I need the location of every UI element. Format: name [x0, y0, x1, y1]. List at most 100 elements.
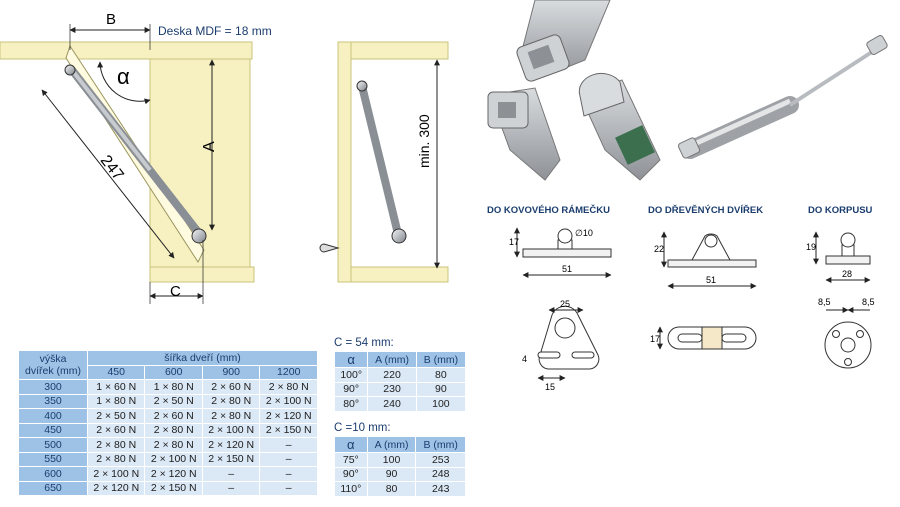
width-header: šířka dveří (mm) — [87, 350, 318, 366]
table-cell: 90 — [415, 381, 467, 397]
mount-wood-door: DO DŘEVĚNÝCH DVÍŘEK 22 51 17 — [648, 204, 763, 350]
column-header: 600 — [144, 364, 203, 380]
row-header: 600 — [18, 466, 88, 482]
table-cell: 80 — [415, 367, 467, 383]
table-cell: 2 × 100 N — [144, 451, 203, 467]
gas-strut-photo — [677, 35, 888, 159]
table-cell: 2 × 60 N — [201, 379, 261, 395]
table-cell: 2 × 80 N — [144, 422, 203, 438]
row-header: 500 — [18, 437, 88, 453]
table-cell: 2 × 120 N — [144, 466, 203, 482]
strut-top-joint — [64, 64, 76, 76]
svg-text:DO DŘEVĚNÝCH DVÍŘEK: DO DŘEVĚNÝCH DVÍŘEK — [648, 204, 763, 216]
row-header: 350 — [18, 393, 88, 409]
table-cell: 2 × 80 N — [86, 451, 146, 467]
label-247: 247 — [97, 152, 127, 184]
table-cell: 75° — [334, 452, 368, 468]
row-header: 400 — [18, 408, 88, 424]
table-cell: 2 × 120 N — [201, 437, 261, 453]
c54-title: C = 54 mm: — [334, 337, 394, 349]
gas-strut-closed — [358, 85, 402, 235]
table-cell: 2 × 80 N — [86, 437, 146, 453]
label-alpha: α — [117, 64, 130, 89]
table-cell: 240 — [367, 396, 417, 412]
mount-metal-frame: DO KOVOVÉHO RÁMEČKU 17 ∅10 51 25 4 15 — [487, 204, 612, 392]
column-header: 450 — [86, 364, 146, 380]
table-cell: 2 × 60 N — [144, 408, 203, 424]
table-cell: – — [201, 480, 261, 496]
table-cell: 2 × 60 N — [86, 422, 146, 438]
table-cell: – — [259, 437, 318, 453]
end-fitting-right — [578, 72, 661, 181]
end-fitting-left — [487, 87, 561, 181]
svg-text:22: 22 — [654, 244, 664, 254]
table-cell: 2 × 100 N — [201, 422, 261, 438]
table-cell: 100 — [415, 396, 467, 412]
column-header: α — [333, 351, 369, 368]
svg-text:51: 51 — [562, 264, 572, 274]
svg-text:8,5: 8,5 — [862, 297, 875, 307]
label-a: A — [201, 141, 218, 152]
row-header: 450 — [18, 422, 88, 438]
table-cell: 253 — [415, 452, 466, 468]
svg-text:17: 17 — [650, 334, 660, 344]
svg-text:19: 19 — [806, 242, 816, 252]
c10-title: C =10 mm: — [334, 422, 391, 434]
mount-cabinet: DO KORPUSU 19 28 8,5 8,5 — [806, 205, 875, 369]
table-cell: 2 × 150 N — [201, 451, 261, 467]
svg-text:17: 17 — [509, 237, 519, 247]
svg-text:15: 15 — [545, 382, 555, 392]
table-cell: 2 × 80 N — [259, 379, 318, 395]
table-cell: 2 × 100 N — [86, 466, 146, 482]
row-header: 650 — [18, 480, 88, 496]
column-header: B (mm) — [415, 351, 467, 368]
door-handle-icon — [319, 243, 340, 253]
column-header: 900 — [201, 364, 261, 380]
svg-text:DO KORPUSU: DO KORPUSU — [808, 205, 873, 216]
column-header: A (mm) — [367, 351, 417, 368]
table-cell: 2 × 150 N — [144, 480, 203, 496]
table-cell: 1 × 60 N — [86, 379, 146, 395]
table-cell: – — [201, 466, 261, 482]
label-b: B — [106, 11, 116, 28]
top-panel — [0, 41, 253, 60]
product-photos — [487, 0, 888, 181]
svg-text:DO KOVOVÉHO RÁMEČKU: DO KOVOVÉHO RÁMEČKU — [487, 204, 610, 216]
svg-text:∅10: ∅10 — [575, 228, 593, 238]
label-c: C — [170, 283, 181, 300]
table-cell: 2 × 100 N — [259, 393, 318, 409]
table-cell: 1 × 80 N — [144, 379, 203, 395]
label-mdf: Deska MDF = 18 mm — [158, 24, 272, 38]
table-cell: 2 × 50 N — [144, 393, 203, 409]
svg-text:4: 4 — [522, 354, 527, 364]
table-cell: 220 — [367, 367, 417, 383]
svg-text:28: 28 — [842, 269, 852, 279]
row-header: 300 — [18, 379, 88, 395]
table-cell: 2 × 150 N — [259, 422, 318, 438]
table-cell: 110° — [334, 481, 368, 497]
svg-text:25: 25 — [560, 299, 570, 309]
table-cell: – — [259, 480, 318, 496]
table-cell: 80° — [333, 396, 369, 412]
cabinet-drawing-left: B Deska MDF = 18 mm α A 247 C — [0, 11, 272, 304]
label-min300: min. 300 — [416, 114, 432, 168]
table-cell: 2 × 50 N — [86, 408, 146, 424]
end-fitting-top — [516, 0, 611, 82]
cabinet-drawing-closed: min. 300 — [319, 41, 449, 283]
table-cell: 90° — [334, 466, 368, 482]
